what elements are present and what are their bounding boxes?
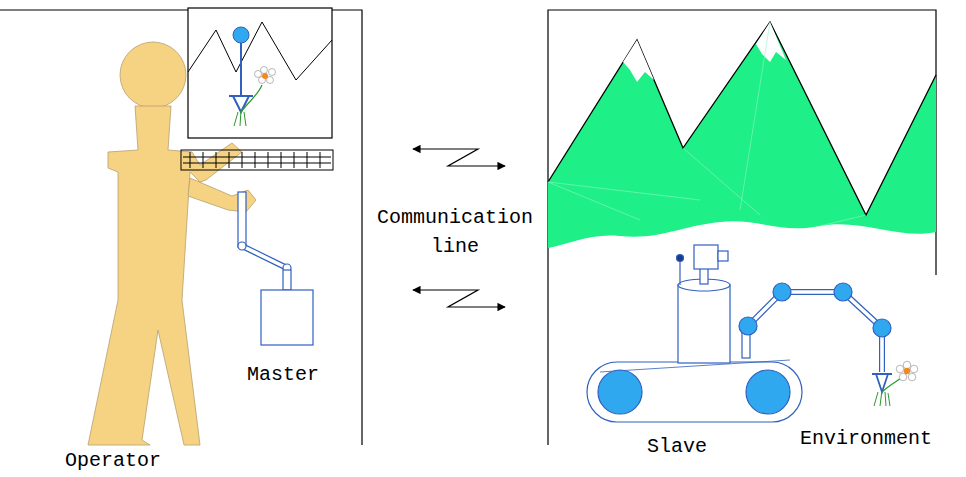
mountains-part (623, 40, 654, 82)
environment-label: Environment (781, 424, 951, 453)
slave-robot-part (587, 362, 802, 422)
monitor-part-part (255, 71, 262, 78)
monitor (188, 8, 332, 138)
flower-part-part (899, 373, 907, 381)
slave-robot-part (746, 370, 790, 414)
slave-robot-part (718, 251, 728, 261)
keyboard-part (281, 152, 282, 168)
slave-robot-part (598, 370, 642, 414)
master-device-part (283, 270, 291, 290)
master-device-part (238, 242, 246, 250)
panel-frame-part (548, 10, 936, 445)
slave-robot-part (873, 319, 891, 337)
keyboard-part (242, 152, 243, 168)
flower-part (882, 374, 906, 392)
keyboard-part (203, 152, 204, 168)
flower-part-part (903, 361, 911, 369)
keyboard-part (307, 152, 308, 168)
keyboard (181, 150, 333, 170)
panel-frame (0, 10, 936, 445)
operator-figure-part (120, 42, 186, 108)
slave-robot-part (678, 285, 730, 363)
flower-part (874, 390, 890, 406)
mountains-part (756, 22, 786, 62)
keyboard-part (181, 150, 333, 170)
slave-robot-part (679, 262, 680, 285)
mountains-part (548, 22, 866, 226)
flower-part-part (896, 365, 904, 373)
monitor-part (188, 22, 332, 80)
keyboard-part (190, 152, 191, 168)
monitor-part (233, 27, 249, 43)
slave-robot-part (694, 245, 718, 269)
flower (874, 361, 918, 406)
slave-robot-part (834, 283, 852, 301)
slave-robot-part (748, 292, 882, 372)
mountains-part (548, 22, 936, 248)
slave-robot-part (700, 268, 708, 284)
flower-part (896, 361, 918, 381)
monitor-part-part (261, 67, 268, 74)
device-label: Master (223, 360, 343, 389)
monitor-part-part (269, 69, 276, 76)
keyboard-part (229, 152, 230, 168)
keyboard-part (320, 152, 321, 168)
monitor-part (188, 8, 332, 138)
mountains-part (548, 22, 936, 215)
communication-arrow-part (413, 149, 505, 166)
monitor-part (241, 85, 262, 112)
master-device-part (261, 290, 313, 345)
flower-part-part (910, 365, 918, 373)
mountains-part-part (548, 22, 866, 226)
master-device-part (238, 192, 246, 247)
flower-part (904, 368, 910, 374)
monitor-part (255, 67, 276, 84)
master-device (238, 192, 313, 345)
slave-robot-part (748, 292, 882, 372)
master-device-part (242, 246, 287, 268)
keyboard-part (294, 152, 295, 168)
device-label: Slave (622, 432, 732, 461)
keyboard-part (268, 152, 269, 168)
keyboard-part (255, 152, 256, 168)
master-device-part (242, 246, 287, 268)
mountains (548, 22, 936, 248)
slave-robot-part (739, 317, 757, 335)
flower-part-part (908, 373, 916, 381)
monitor-part (262, 73, 268, 79)
monitor-part (234, 110, 246, 126)
slave-robot-part (872, 374, 892, 392)
slave-robot-part (677, 255, 684, 262)
channel-label: Communication line (367, 203, 543, 261)
role-label: Operator (38, 446, 188, 475)
communication-arrow-part (413, 290, 505, 307)
slave-robot-part (773, 283, 791, 301)
slave-robot (587, 245, 892, 422)
keyboard-part (216, 152, 217, 168)
keyboard-part (183, 157, 331, 163)
